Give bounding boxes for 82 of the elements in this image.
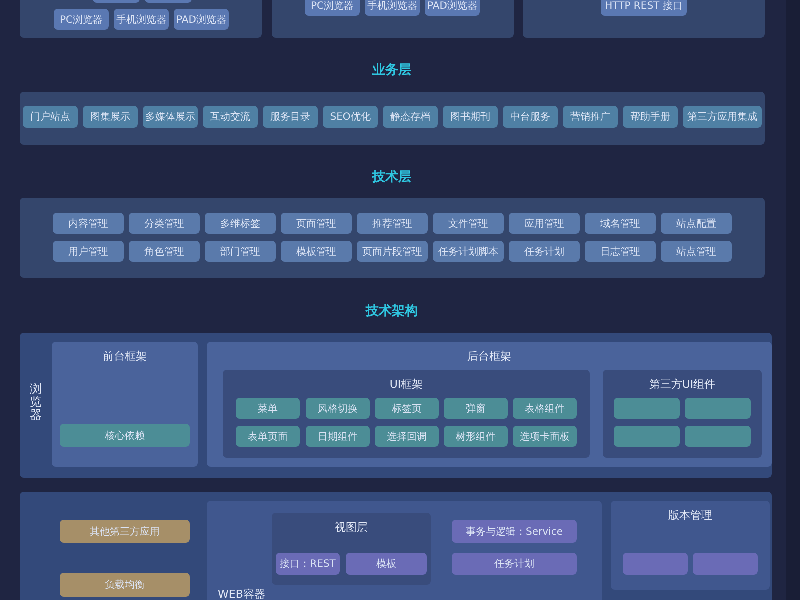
module-tag: PC浏览器 (54, 9, 109, 30)
module-tag: PAD浏览器 (425, 0, 480, 16)
module-tag: 互动交流 (203, 106, 258, 128)
module-tag: 核心依赖 (60, 424, 190, 447)
module-tag: 表单页面 (236, 426, 300, 447)
panel-title: UI框架 (388, 377, 424, 392)
module-tag: 菜单 (236, 398, 300, 419)
module-tag: 多媒体展示 (143, 106, 198, 128)
vertical-label: 浏览器 (30, 383, 42, 423)
blank-tag (685, 426, 751, 447)
section-heading: 业务层 (372, 62, 412, 79)
module-tag: 标签页 (375, 398, 439, 419)
module-tag: 图书期刊 (443, 106, 498, 128)
panel-title: 第三方UI组件 (648, 377, 717, 392)
blank-tag (693, 553, 758, 575)
framework-panel (207, 501, 602, 600)
group-panel (603, 370, 762, 458)
section-heading: 技术层 (371, 169, 412, 186)
layer-panel (20, 92, 765, 145)
module-tag: 模板管理 (281, 241, 352, 262)
module-tag: 选项卡面板 (513, 426, 577, 447)
module-tag: 营销推广 (563, 106, 618, 128)
blank-tag (614, 398, 680, 419)
module-tag: 模板 (346, 553, 427, 575)
module-tag: HTTP REST 接口 (601, 0, 687, 16)
module-tag: PAD浏览器 (174, 9, 229, 30)
module-tag: 应用管理 (509, 213, 580, 234)
layer-panel (20, 492, 772, 600)
framework-panel (207, 342, 772, 467)
framework-panel (52, 342, 198, 467)
panel-title: 前台框架 (102, 349, 148, 364)
blank-tag (623, 553, 688, 575)
panel-title: WEB容器 (218, 587, 266, 600)
module-tag: 站点管理 (661, 241, 732, 262)
section-heading: 技术架构 (364, 303, 419, 320)
module-tag: 负载均衡 (60, 573, 190, 597)
module-tag: 文件管理 (433, 213, 504, 234)
module-tag: 任务计划 (452, 553, 577, 575)
module-tag: 门户站点 (23, 106, 78, 128)
module-tag: 手机浏览器 (114, 9, 169, 30)
module-tag: 用户管理 (53, 241, 124, 262)
module-tag: 域名管理 (585, 213, 656, 234)
module-tag: 站点配置 (661, 213, 732, 234)
module-tag: 其他第三方应用 (60, 520, 190, 543)
module-tag: 服务目录 (263, 106, 318, 128)
layer-panel (20, 198, 765, 278)
blank-tag (685, 398, 751, 419)
module-tag: 任务计划 (509, 241, 580, 262)
module-tag: 分类管理 (129, 213, 200, 234)
module-tag: 静态存档 (383, 106, 438, 128)
module-tag: 手机浏览器 (365, 0, 420, 16)
module-tag: SEO优化 (323, 106, 378, 128)
module-tag: 页面片段管理 (357, 241, 428, 262)
module-tag: 角色管理 (129, 241, 200, 262)
panel-title: 后台框架 (466, 349, 512, 364)
framework-panel (611, 501, 770, 590)
module-tag: 第三方应用集成 (683, 106, 762, 128)
module-tag: 弹窗 (444, 398, 508, 419)
module-tag: 页面管理 (281, 213, 352, 234)
module-tag: 事务与逻辑：Service (452, 520, 577, 543)
module-tag: 日期组件 (306, 426, 370, 447)
module-tag: 任务计划脚本 (433, 241, 504, 262)
module-tag: 帮助手册 (623, 106, 678, 128)
module-tag: 接口：REST (276, 553, 340, 575)
module-tag: 推荐管理 (357, 213, 428, 234)
layer-panel (20, 333, 772, 478)
module-tag: 选择回调 (375, 426, 439, 447)
module-tag: PC浏览器 (305, 0, 360, 16)
blank-tag (614, 426, 680, 447)
module-tag: 内容管理 (53, 213, 124, 234)
module-tag: 中台服务 (503, 106, 558, 128)
module-tag: 树形组件 (444, 426, 508, 447)
module-tag: 风格切换 (306, 398, 370, 419)
panel-title: 视图层 (334, 520, 369, 535)
group-panel (223, 370, 590, 458)
module-tag: 日志管理 (585, 241, 656, 262)
module-tag: 多维标签 (205, 213, 276, 234)
module-tag: 表格组件 (513, 398, 577, 419)
module-tag: 图集展示 (83, 106, 138, 128)
module-tag: 部门管理 (205, 241, 276, 262)
group-panel (272, 513, 431, 585)
panel-title: 版本管理 (668, 508, 714, 523)
